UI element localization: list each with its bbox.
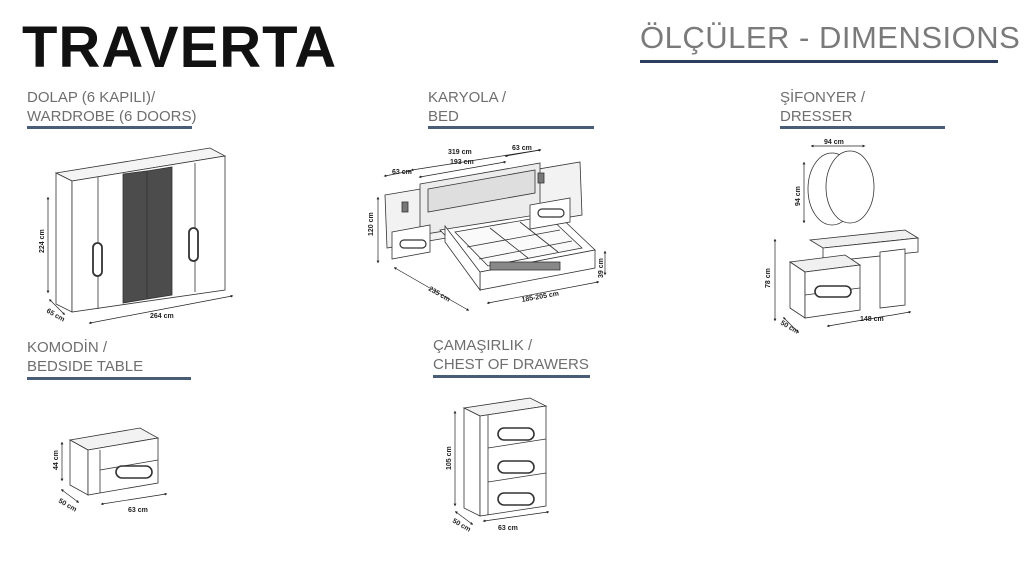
bed-dim-side-left: 63 cm [392, 169, 412, 176]
bed-dim-inner-width: 193 cm [450, 159, 474, 166]
dresser-drawing [788, 150, 920, 319]
chest-rule [433, 375, 590, 378]
bedside-label-en: BEDSIDE TABLE [27, 358, 144, 375]
chest-drawing [462, 397, 548, 517]
bedside-label: KOMODİN / BEDSIDE TABLE [27, 338, 143, 376]
brand-title: TRAVERTA [22, 15, 338, 80]
chest-dimensions [453, 410, 550, 525]
chest-dim-width: 63 cm [498, 525, 518, 532]
bed-label-en: BED [428, 108, 459, 125]
dresser-dim-height: 78 cm [765, 268, 772, 288]
dresser-label: ŞİFONYER / DRESSER [780, 88, 865, 126]
bedside-dim-height: 44 cm [53, 450, 60, 470]
wardrobe-drawing [54, 147, 227, 313]
bedside-drawing [68, 427, 160, 496]
dresser-dim-mirror-height: 94 cm [795, 186, 802, 206]
bed-dim-length: 235 cm [427, 286, 451, 304]
bed-dim-mattress: 185-205 cm [521, 291, 559, 304]
wardrobe-dim-width: 264 cm [150, 313, 174, 320]
wardrobe-label-tr: DOLAP (6 KAPILI)/ [27, 89, 156, 106]
wardrobe-dimensions [46, 196, 234, 325]
dresser-dimensions [773, 144, 912, 333]
bed-label: KARYOLA / BED [428, 88, 506, 126]
dresser-rule [780, 126, 945, 129]
chest-label: ÇAMAŞIRLIK / CHEST OF DRAWERS [433, 336, 589, 374]
bedside-dim-depth: 50 cm [57, 498, 78, 514]
bed-dim-height: 39 cm [598, 258, 605, 278]
wardrobe-dim-depth: 65 cm [45, 308, 66, 324]
bed-dim-total-width: 319 cm [448, 149, 472, 156]
wardrobe-label-en: WARDROBE (6 DOORS) [27, 108, 197, 125]
bedside-rule [27, 377, 191, 380]
wardrobe-dim-height: 224 cm [39, 229, 46, 253]
bed-dim-head-height: 120 cm [368, 212, 375, 236]
dresser-label-tr: ŞİFONYER / [780, 89, 866, 106]
bedside-label-tr: KOMODİN / [27, 339, 108, 356]
section-title-rule [640, 60, 998, 63]
dresser-dim-mirror-width: 94 cm [824, 139, 844, 146]
dresser-dim-depth: 50 cm [779, 320, 800, 336]
section-title: ÖLÇÜLER - DIMENSIONS [640, 20, 1021, 55]
dresser-label-en: DRESSER [780, 108, 853, 125]
chest-dim-height: 105 cm [446, 446, 453, 470]
dresser-dim-width: 148 cm [860, 316, 884, 323]
bedside-dim-width: 63 cm [128, 507, 148, 514]
wardrobe-label: DOLAP (6 KAPILI)/ WARDROBE (6 DOORS) [27, 88, 196, 126]
bed-dimensions [376, 148, 607, 311]
chest-label-en: CHEST OF DRAWERS [433, 356, 589, 373]
bed-rule [428, 126, 594, 129]
wardrobe-rule [27, 126, 192, 129]
chest-dim-depth: 50 cm [451, 518, 472, 534]
bed-label-tr: KARYOLA / [428, 89, 507, 106]
chest-label-tr: ÇAMAŞIRLIK / [433, 337, 533, 354]
bed-drawing [384, 161, 596, 292]
bed-dim-side-width: 63 cm [512, 145, 532, 152]
bedside-dimensions [60, 441, 168, 506]
